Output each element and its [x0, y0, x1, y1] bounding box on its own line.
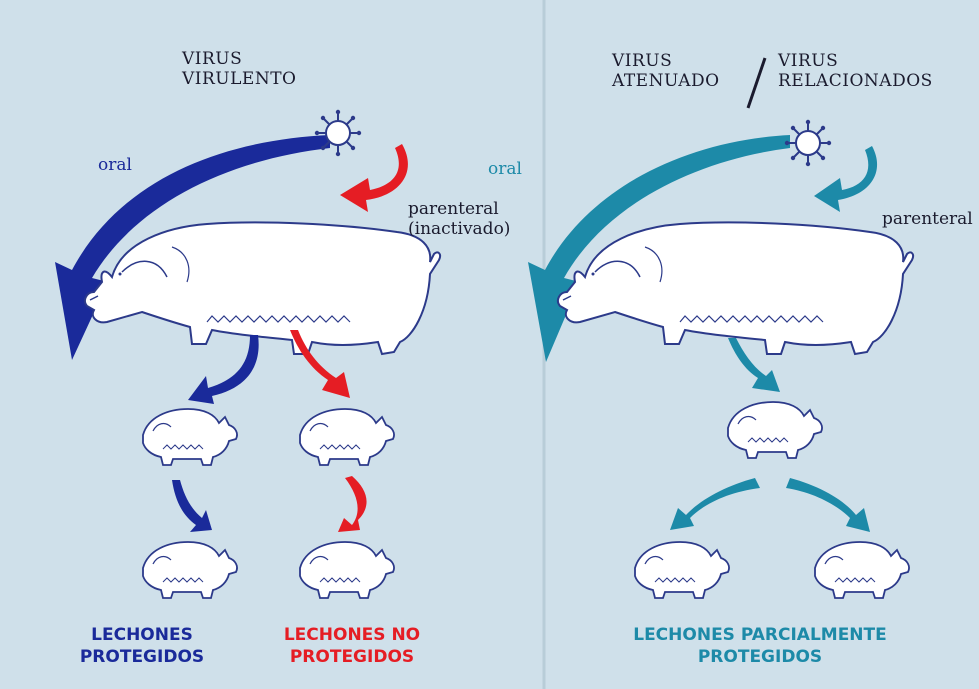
arrow-blue-to-piglet-1 [188, 335, 259, 404]
arrow-teal-split-right [786, 478, 870, 532]
virus-attenuated-label: VIRUS ATENUADO [612, 52, 720, 91]
caption-unprotected: LECHONES NO PROTEGIDOS [262, 624, 442, 668]
parenteral-label-right: parenteral [882, 210, 973, 230]
caption-unprotected-line2: PROTEGIDOS [262, 646, 442, 668]
caption-protected-line2: PROTEGIDOS [62, 646, 222, 668]
parenteral-arrow-left [340, 144, 408, 212]
caption-protected: LECHONES PROTEGIDOS [62, 624, 222, 668]
caption-partial-line2: PROTEGIDOS [600, 646, 920, 668]
oral-label-right: oral [488, 160, 522, 180]
virus-label-line1: VIRUS [182, 50, 296, 70]
piglet-2 [300, 409, 394, 465]
parenteral-label-left: parenteral (inactivado) [408, 200, 510, 239]
virus-label-line2: VIRULENTO [182, 70, 296, 90]
arrow-red-to-piglet-4 [338, 476, 367, 532]
virus-icon-left [315, 110, 361, 156]
piglet-3 [143, 542, 237, 598]
label-separator [748, 58, 765, 108]
piglet-7 [815, 542, 909, 598]
piglet-5 [728, 402, 822, 458]
virus-a-line1: VIRUS [612, 52, 720, 72]
piglet-4 [300, 542, 394, 598]
arrow-teal-split-left [670, 478, 760, 530]
virus-a-line2: ATENUADO [612, 72, 720, 92]
virus-b-line1: VIRUS [778, 52, 933, 72]
virus-related-label: VIRUS RELACIONADOS [778, 52, 933, 91]
parenteral-line1: parenteral [408, 200, 510, 220]
virus-virulent-label: VIRUS VIRULENTO [182, 50, 296, 89]
sow-right [558, 222, 913, 354]
piglet-1 [143, 409, 237, 465]
caption-protected-line1: LECHONES [62, 624, 222, 646]
sow-left [85, 222, 440, 354]
parenteral-line2: (inactivado) [408, 220, 510, 240]
piglet-6 [635, 542, 729, 598]
caption-partial-line1: LECHONES PARCIALMENTE [600, 624, 920, 646]
caption-unprotected-line1: LECHONES NO [262, 624, 442, 646]
virus-icon-right [785, 120, 831, 166]
virus-b-line2: RELACIONADOS [778, 72, 933, 92]
oral-label-left: oral [98, 156, 132, 176]
caption-partial: LECHONES PARCIALMENTE PROTEGIDOS [600, 624, 920, 668]
arrow-blue-to-piglet-3 [172, 480, 212, 532]
